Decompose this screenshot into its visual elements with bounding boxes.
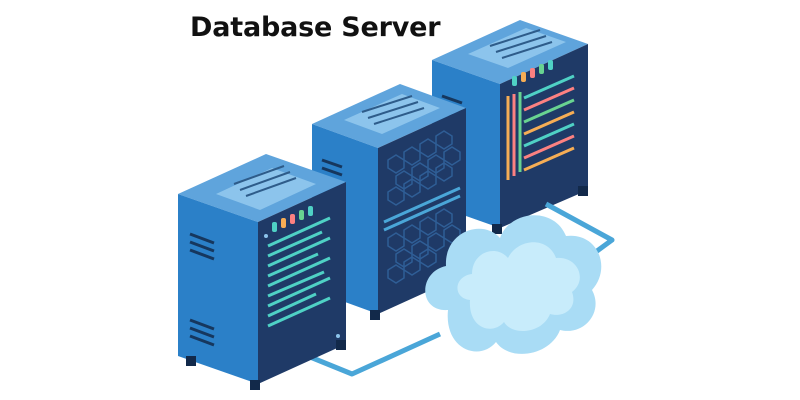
cloud-icon	[425, 215, 602, 354]
server-left-icon	[178, 154, 346, 390]
page-title: Database Server	[190, 12, 441, 43]
